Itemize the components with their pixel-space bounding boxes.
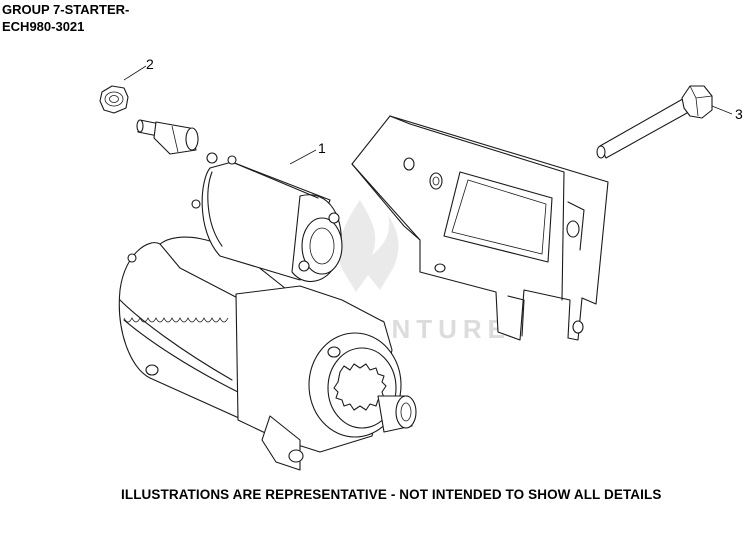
starter-motor-icon <box>118 152 417 471</box>
diagram-title: GROUP 7-STARTER- ECH980-3021 <box>2 1 129 35</box>
callout-3: 3 <box>735 106 743 122</box>
stud-spacer-icon <box>136 119 199 155</box>
callout-1: 1 <box>318 140 326 156</box>
mounting-bracket-icon <box>351 115 609 341</box>
callout-3-leader <box>711 105 733 115</box>
callout-2-leader <box>123 65 147 81</box>
hex-nut-icon <box>99 85 129 114</box>
title-line-group: GROUP 7-STARTER- <box>2 2 130 17</box>
callout-2: 2 <box>146 56 154 72</box>
bolt-icon <box>596 85 713 159</box>
title-line-part-number: ECH980-3021 <box>2 19 85 34</box>
disclaimer-footer: ILLUSTRATIONS ARE REPRESENTATIVE - NOT I… <box>121 487 662 502</box>
callout-1-leader <box>289 149 317 165</box>
